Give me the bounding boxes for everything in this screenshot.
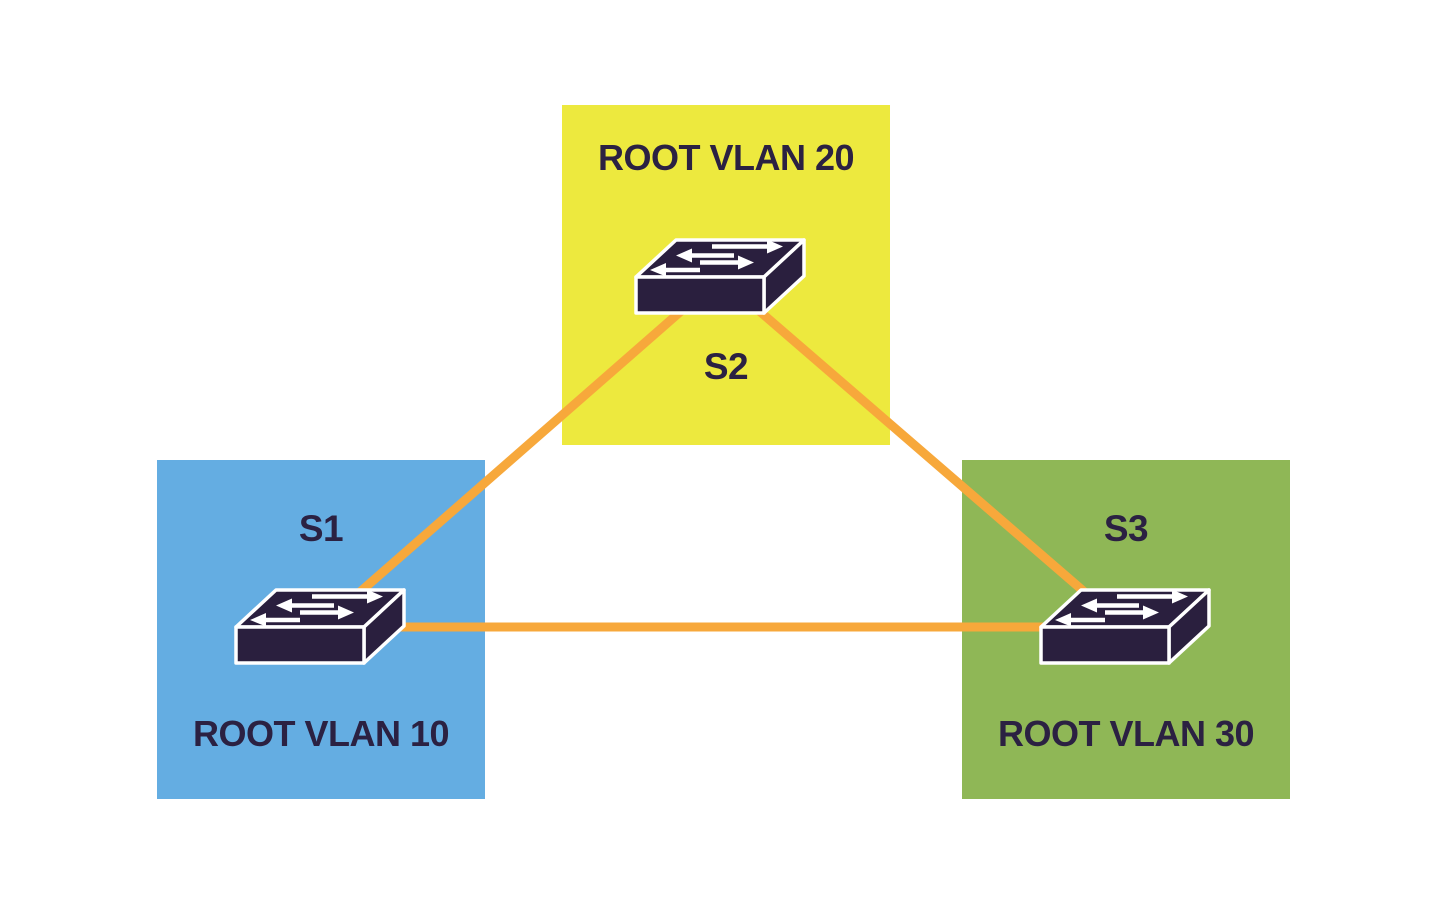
vlan20-zone: ROOT VLAN 20 S2 — [562, 105, 890, 445]
vlan10-zone: S1 ROOT VLAN 10 — [157, 460, 485, 799]
vlan30-zone: S3 ROOT VLAN 30 — [962, 460, 1290, 799]
switch-s1-label: S1 — [298, 508, 344, 549]
vlan20-label: ROOT VLAN 20 — [597, 137, 855, 178]
switch-s2-label: S2 — [703, 346, 749, 387]
switch-s3-label: S3 — [1103, 508, 1149, 549]
vlan30-label: ROOT VLAN 30 — [997, 713, 1255, 754]
vlan10-label: ROOT VLAN 10 — [192, 713, 450, 754]
